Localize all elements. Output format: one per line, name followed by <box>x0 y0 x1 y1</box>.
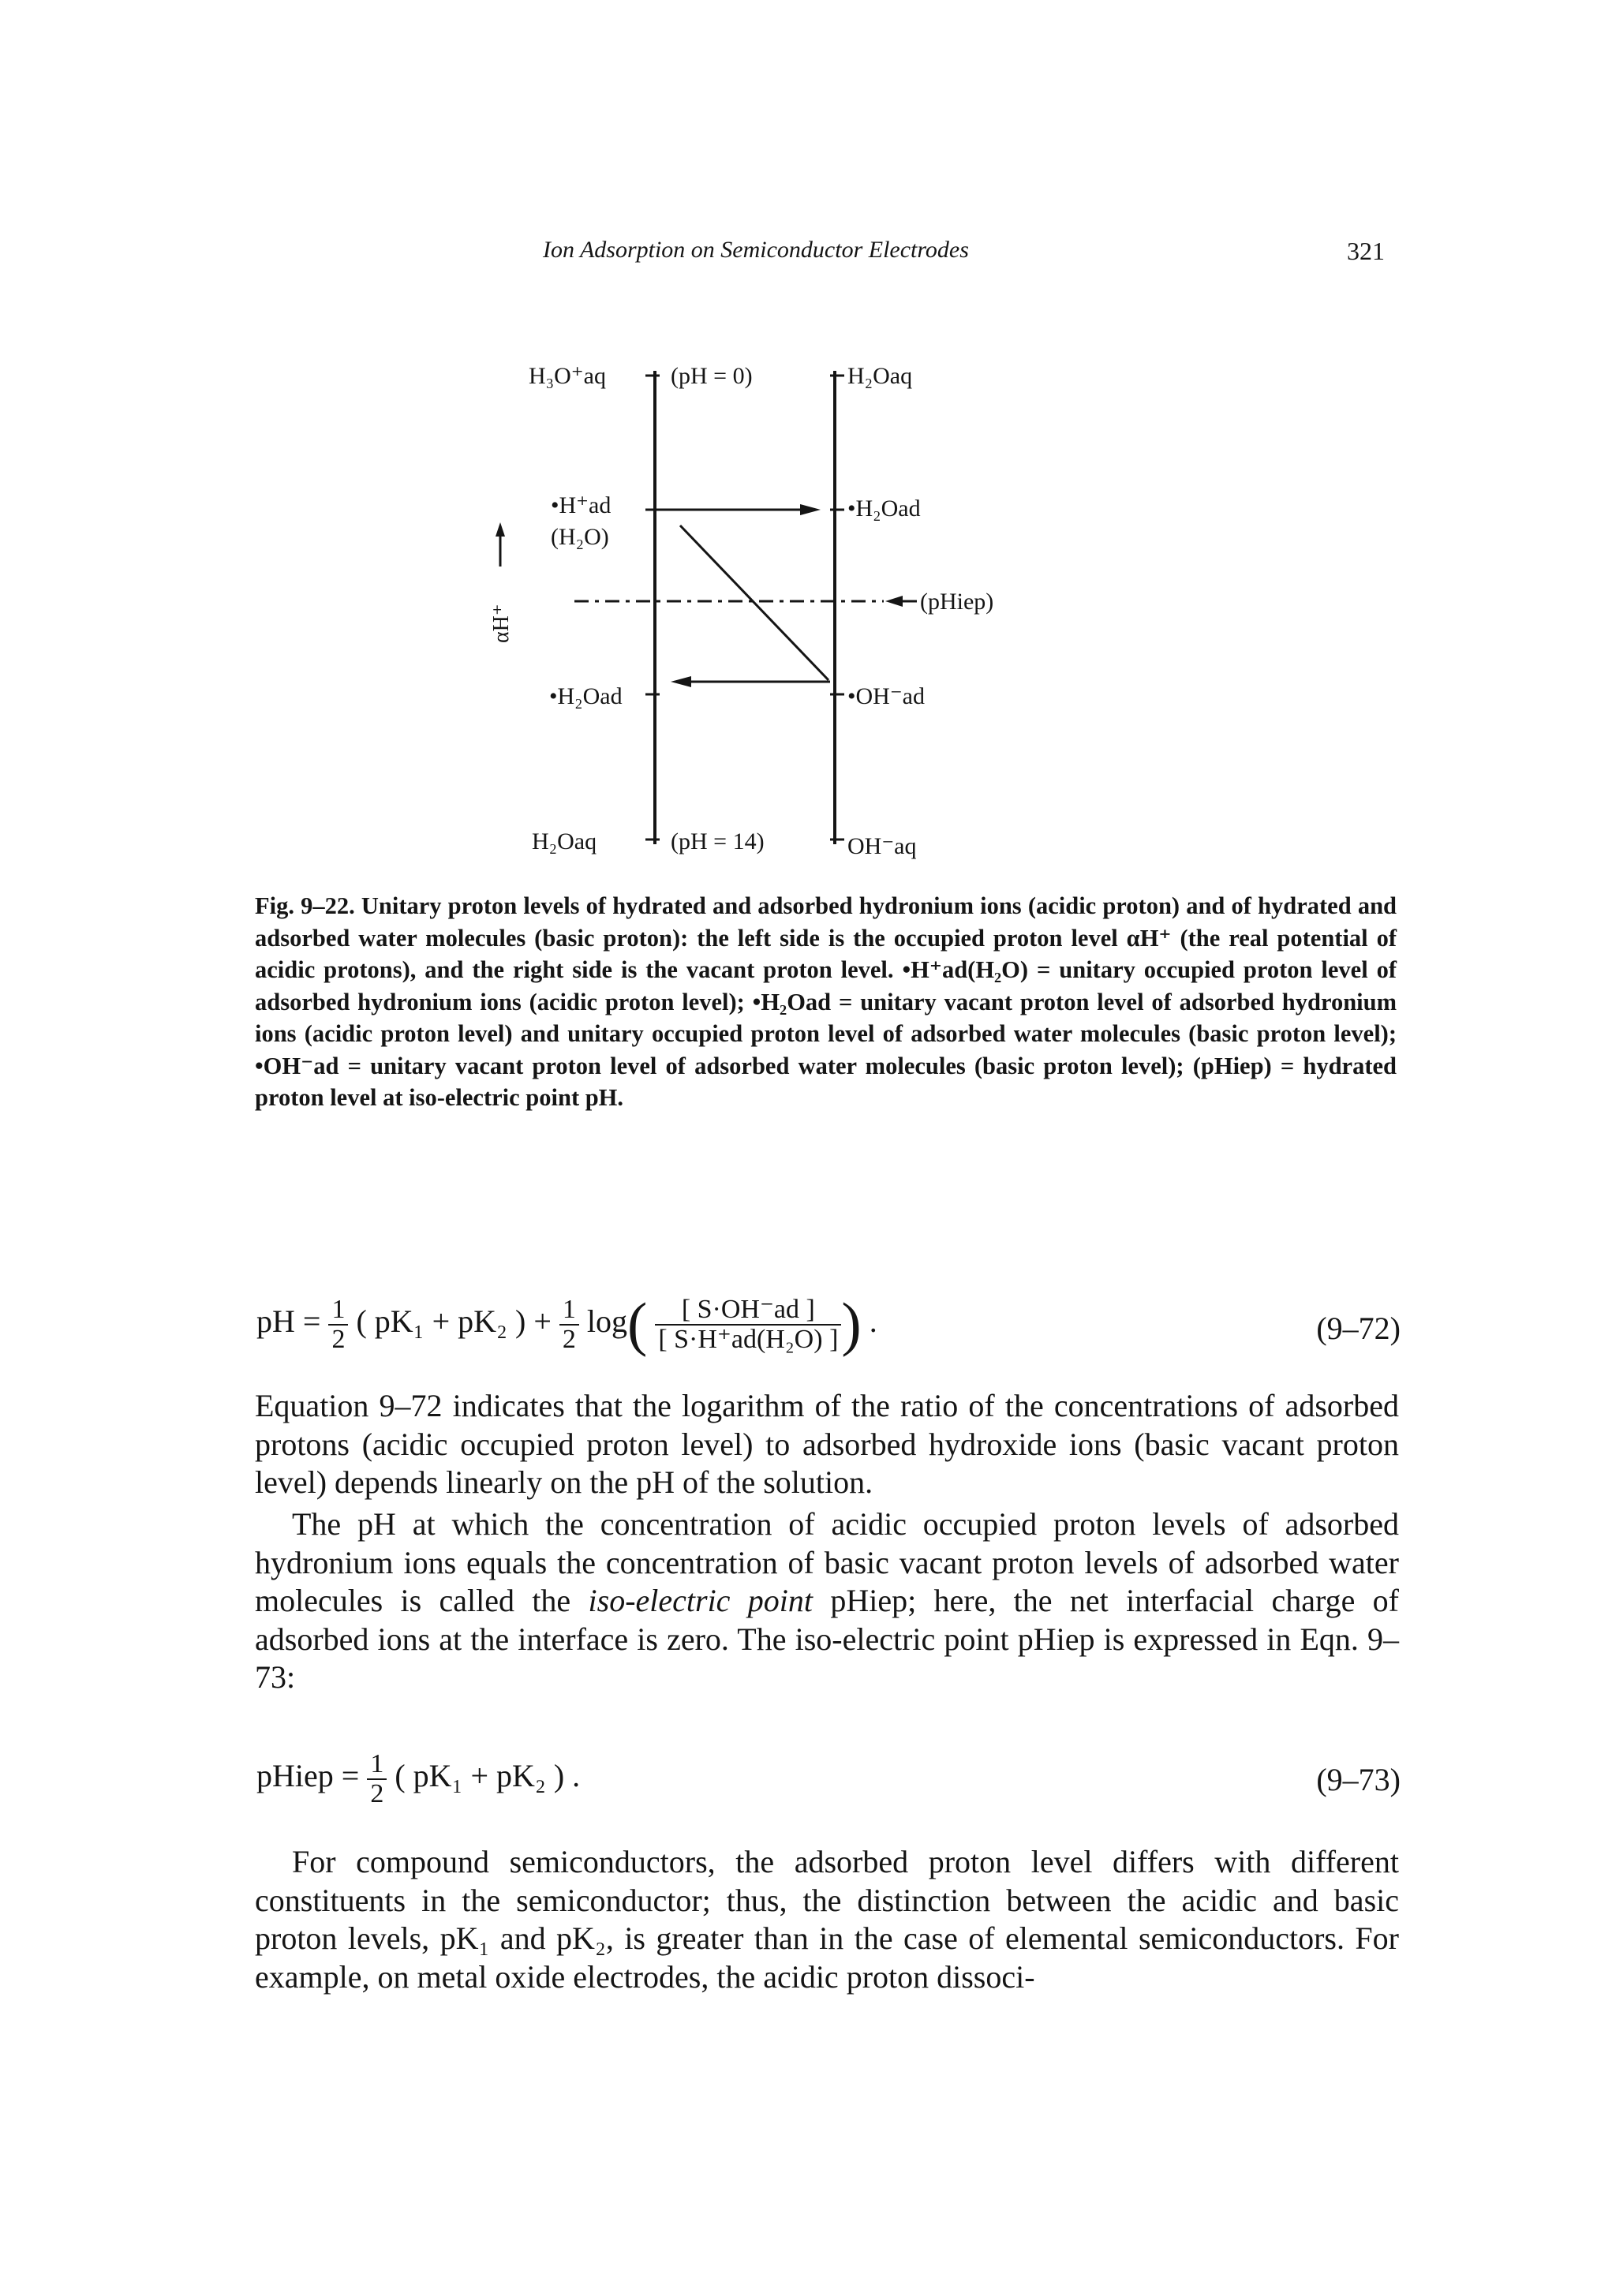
eq72-half-2: 1 2 <box>559 1296 579 1353</box>
paragraph-2: The pH at which the concentration of aci… <box>255 1505 1399 1697</box>
eq73-half: 1 2 <box>367 1750 387 1808</box>
label-lower-left: •H₂Oad <box>549 683 623 709</box>
axis-arrowhead <box>496 522 505 537</box>
label-upper-left-sub: (H₂O) <box>551 524 609 550</box>
figure-caption: Fig. 9–22. Unitary proton levels of hydr… <box>255 890 1397 1114</box>
diagonal-line <box>679 524 830 682</box>
running-title: Ion Adsorption on Semiconductor Electrod… <box>543 237 969 263</box>
label-bottom-right: OH⁻aq <box>847 833 916 859</box>
eq72-number: (9–72) <box>1316 1311 1401 1346</box>
eq72-close-paren: ) <box>841 1291 862 1358</box>
iso-electric-term: iso-electric point <box>588 1583 813 1618</box>
caption-label: Fig. 9–22. <box>255 892 355 919</box>
eq73-lhs: pHiep = <box>256 1757 360 1793</box>
eq72-log: log <box>586 1303 627 1339</box>
eq72-denominator: [ S·H⁺ad(H₂O) ] <box>658 1324 839 1354</box>
iep-arrowhead <box>885 596 903 607</box>
axis-label: αH⁺ <box>489 604 514 643</box>
eq72-lhs: pH = <box>256 1303 321 1339</box>
label-bottom-left: H₂Oaq <box>532 828 597 854</box>
label-mid-right: (pHiep) <box>920 589 993 615</box>
label-top-right: H₂Oaq <box>847 363 912 389</box>
eq72-term1: ( pK₁ + pK₂ ) + <box>356 1303 552 1339</box>
eq73-number: (9–73) <box>1316 1762 1401 1797</box>
paragraph-2-before: The pH at which the concentration of aci… <box>255 1506 1399 1618</box>
paragraph-1: Equation 9–72 indicates that the logarit… <box>255 1388 1399 1500</box>
label-top-left: H₃O⁺aq <box>529 363 606 389</box>
eq72-half-1: 1 2 <box>328 1296 349 1353</box>
lower-arrowhead <box>671 676 691 687</box>
label-upper-right: •H₂Oad <box>847 495 921 522</box>
paragraph-3: For compound semiconductors, the adsorbe… <box>255 1844 1399 1995</box>
label-upper-left: •H⁺ad <box>551 492 611 518</box>
eq72-trailing: . <box>869 1303 877 1339</box>
label-lower-right: •OH⁻ad <box>847 683 925 709</box>
eq72-ratio: [ S·OH⁻ad ] [ S·H⁺ad(H₂O) ] <box>655 1296 842 1354</box>
caption-text: Unitary proton levels of hydrated and ad… <box>255 892 1397 1111</box>
label-top-center: (pH = 0) <box>671 363 753 389</box>
page-number: 321 <box>1347 237 1385 265</box>
paragraph-2-after: pHiep; here, the net interfacial charge … <box>255 1583 1400 1695</box>
equation-9-73: pHiep = 1 2 ( pK₁ + pK₂ ) . (9–73) <box>256 1750 1401 1813</box>
upper-arrowhead <box>800 504 821 515</box>
eq72-numerator: [ S·OH⁻ad ] <box>655 1296 842 1326</box>
equation-9-72: pH = 1 2 ( pK₁ + pK₂ ) + 1 2 log( [ S·OH… <box>256 1286 1401 1373</box>
eq73-rhs: ( pK₁ + pK₂ ) . <box>395 1757 581 1793</box>
label-bottom-center: (pH = 14) <box>671 828 765 854</box>
eq72-open-paren: ( <box>627 1291 648 1358</box>
proton-level-diagram: αH⁺ H₃O⁺aq (pH = 0) H₂Oaq •H⁺ad (H₂O) •H… <box>489 363 993 859</box>
